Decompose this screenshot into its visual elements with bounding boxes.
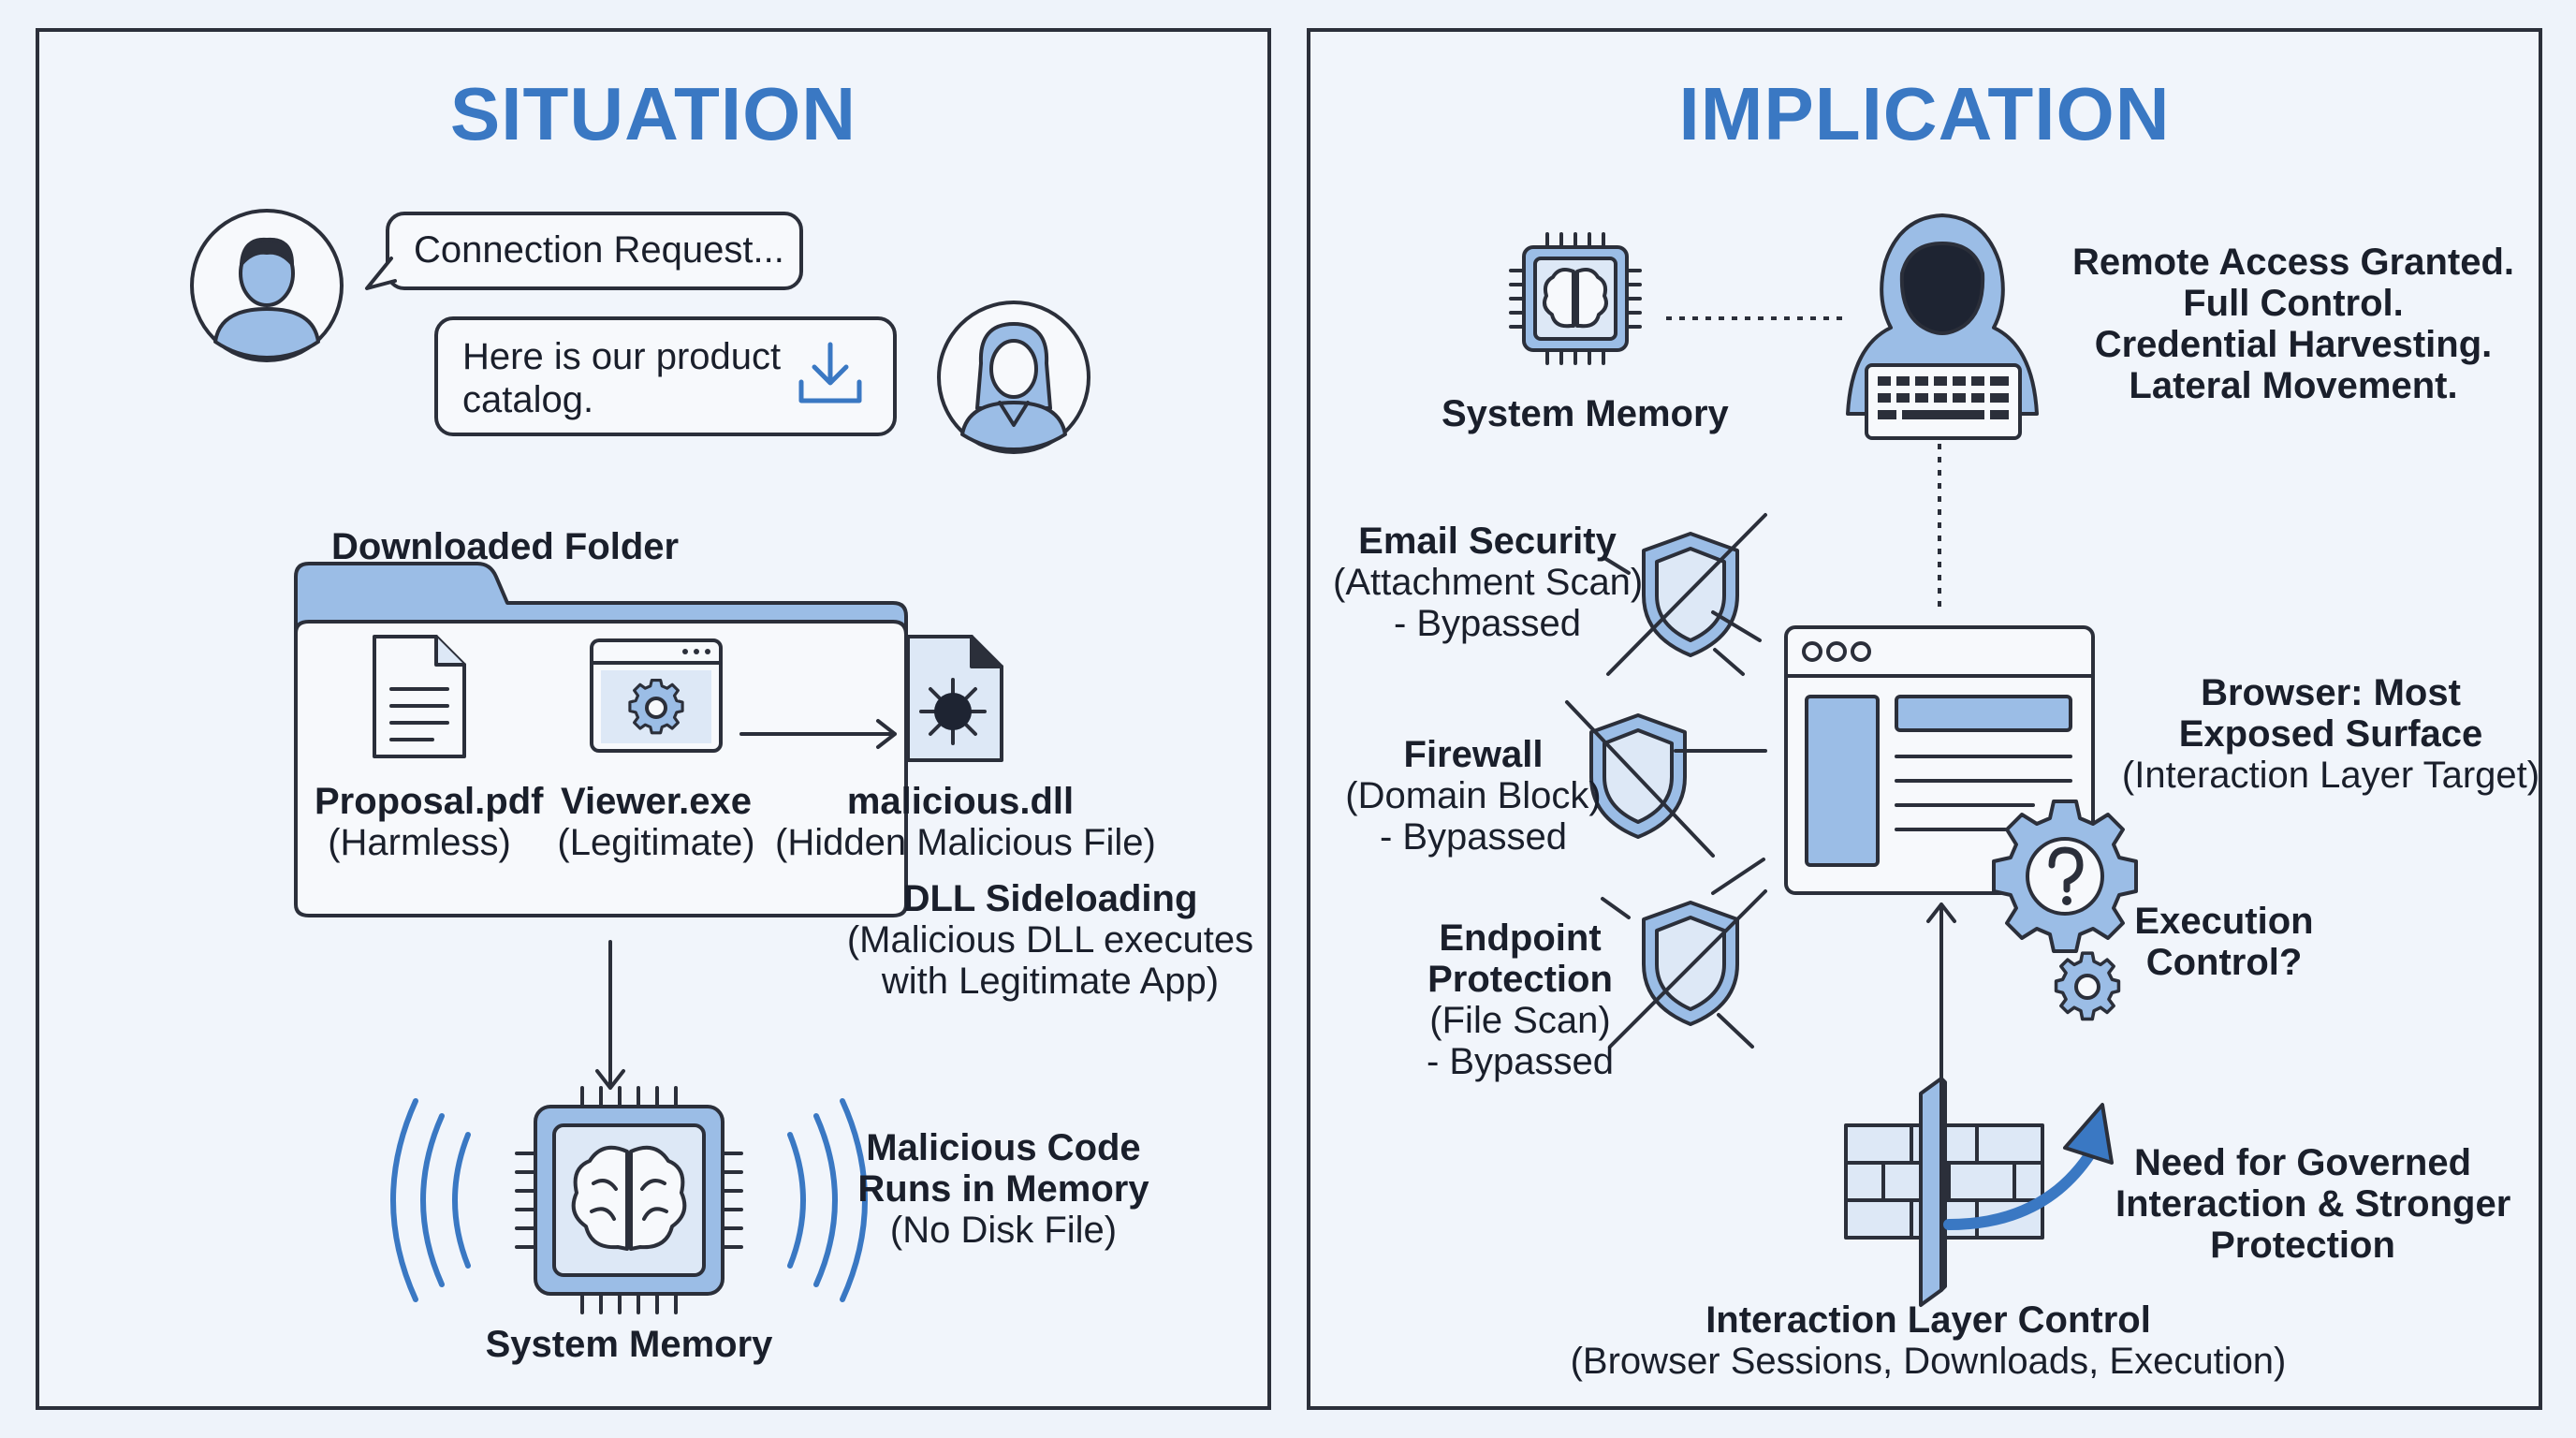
loads-arrow: [739, 719, 897, 749]
memory-caption-line2: Runs in Memory: [857, 1168, 1149, 1210]
small-memory-chip-icon: [1509, 232, 1642, 365]
situation-panel: SITUATION Connection Request... Here is …: [36, 28, 1271, 1410]
up-arrow: [1926, 902, 1956, 1082]
memory-chip-brain-icon: [390, 1086, 868, 1314]
browser-line3: (Interaction Layer Target): [2121, 755, 2540, 796]
situation-title: SITUATION: [449, 72, 857, 155]
proposal-name: Proposal.pdf: [315, 781, 544, 822]
memory-execution-caption: Malicious Code Runs in Memory (No Disk F…: [826, 1127, 1181, 1251]
catalog-text-line1: Here is our product: [462, 336, 782, 377]
right-system-memory-label: System Memory: [1442, 393, 1729, 434]
proposal-note: (Harmless): [328, 822, 511, 863]
product-catalog-bubble: Here is our product catalog.: [434, 316, 897, 436]
execution-control-label: Execution Control?: [2130, 901, 2318, 983]
downloaded-folder-label: Downloaded Folder: [331, 526, 680, 567]
application-window-gear-icon: [590, 638, 723, 753]
female-user-avatar-icon: [937, 301, 1090, 454]
execution-control-gear-icon: [1992, 800, 2138, 1021]
firewall-line2: (Domain Block): [1345, 775, 1602, 816]
email-line2: (Attachment Scan): [1333, 562, 1644, 603]
firewall-label: Firewall (Domain Block) - Bypassed: [1333, 734, 1614, 858]
catalog-text-line2: catalog.: [462, 379, 594, 420]
firewall-brick-wall-icon: [1844, 1077, 2114, 1307]
dll-name: malicious.dll: [846, 781, 1075, 822]
memory-caption-line1: Malicious Code: [866, 1127, 1141, 1168]
connection-request-bubble: Connection Request...: [386, 212, 803, 290]
malicious-dll-bug-icon: [906, 635, 1003, 762]
need-line3: Protection: [2210, 1225, 2395, 1266]
email-line1: Email Security: [1358, 521, 1617, 562]
memory-caption-line3: (No Disk File): [889, 1210, 1118, 1251]
endpoint-line3: (File Scan): [1429, 1000, 1611, 1041]
execution-line2: Control?: [2145, 942, 2303, 983]
male-user-avatar-icon: [190, 209, 344, 362]
control-line2: (Browser Sessions, Downloads, Execution): [1570, 1341, 2287, 1382]
viewer-name: Viewer.exe: [561, 781, 752, 822]
endpoint-line4: - Bypassed: [1426, 1041, 1615, 1082]
firewall-line1: Firewall: [1403, 734, 1544, 775]
shield-connectors: [1674, 610, 1767, 895]
dll-note: (Hidden Malicious File): [775, 822, 1156, 863]
sideloading-line2: with Legitimate App): [881, 961, 1220, 1002]
firewall-line3: - Bypassed: [1379, 816, 1568, 858]
attacker-line1: Remote Access Granted.: [2071, 242, 2515, 283]
endpoint-broken-shield-icon: [1601, 889, 1767, 1049]
browser-line1: Browser: Most: [2201, 672, 2461, 713]
left-system-memory-label: System Memory: [485, 1324, 773, 1365]
connection-request-text: Connection Request...: [414, 229, 784, 271]
implication-panel: IMPLICATION System Memory Remote: [1307, 28, 2542, 1410]
download-icon[interactable]: [794, 339, 867, 412]
hooded-hacker-icon: [1846, 213, 2039, 440]
sideloading-title: DLL Sideloading: [902, 878, 1198, 919]
sideloading-line1: (Malicious DLL executes: [846, 919, 1254, 961]
viewer-note: (Legitimate): [557, 822, 755, 863]
endpoint-protection-label: Endpoint Protection (File Scan) - Bypass…: [1408, 917, 1632, 1082]
attacker-line2: Full Control.: [2183, 283, 2404, 324]
browser-line2: Exposed Surface: [2178, 713, 2483, 755]
firewall-broken-shield-icon: [1565, 700, 1715, 858]
email-security-label: Email Security (Attachment Scan) - Bypas…: [1333, 521, 1644, 644]
control-line1: Interaction Layer Control: [1705, 1299, 2151, 1341]
malicious-dll-label: malicious.dll (Hidden Malicious File): [775, 781, 1156, 863]
endpoint-line1: Endpoint: [1439, 917, 1602, 959]
implication-title: IMPLICATION: [1678, 72, 2171, 155]
dotted-connectors: [1666, 316, 1941, 607]
interaction-layer-control-label: Interaction Layer Control (Browser Sessi…: [1460, 1299, 2396, 1382]
viewer-file-label: Viewer.exe (Legitimate): [550, 781, 762, 863]
email-line3: - Bypassed: [1393, 603, 1582, 644]
execution-line1: Execution: [2134, 901, 2314, 942]
governed-interaction-label: Need for Governed Interaction & Stronger…: [2115, 1142, 2511, 1266]
attacker-line4: Lateral Movement.: [2129, 365, 2458, 406]
dll-sideloading-caption: DLL Sideloading (Malicious DLL executes …: [844, 878, 1256, 1002]
attacker-capabilities: Remote Access Granted. Full Control. Cre…: [2059, 242, 2527, 406]
browser-surface-label: Browser: Most Exposed Surface (Interacti…: [2115, 672, 2546, 796]
attacker-line3: Credential Harvesting.: [2094, 324, 2493, 365]
email-security-broken-shield-icon: [1603, 513, 1767, 676]
proposal-file-label: Proposal.pdf (Harmless): [315, 781, 544, 863]
need-line1: Need for Governed: [2133, 1142, 2472, 1183]
document-file-icon: [373, 635, 466, 758]
bubble-tail: [365, 257, 397, 290]
endpoint-line2: Protection: [1427, 959, 1613, 1000]
down-arrow: [595, 940, 625, 1090]
need-line2: Interaction & Stronger: [2115, 1183, 2511, 1225]
